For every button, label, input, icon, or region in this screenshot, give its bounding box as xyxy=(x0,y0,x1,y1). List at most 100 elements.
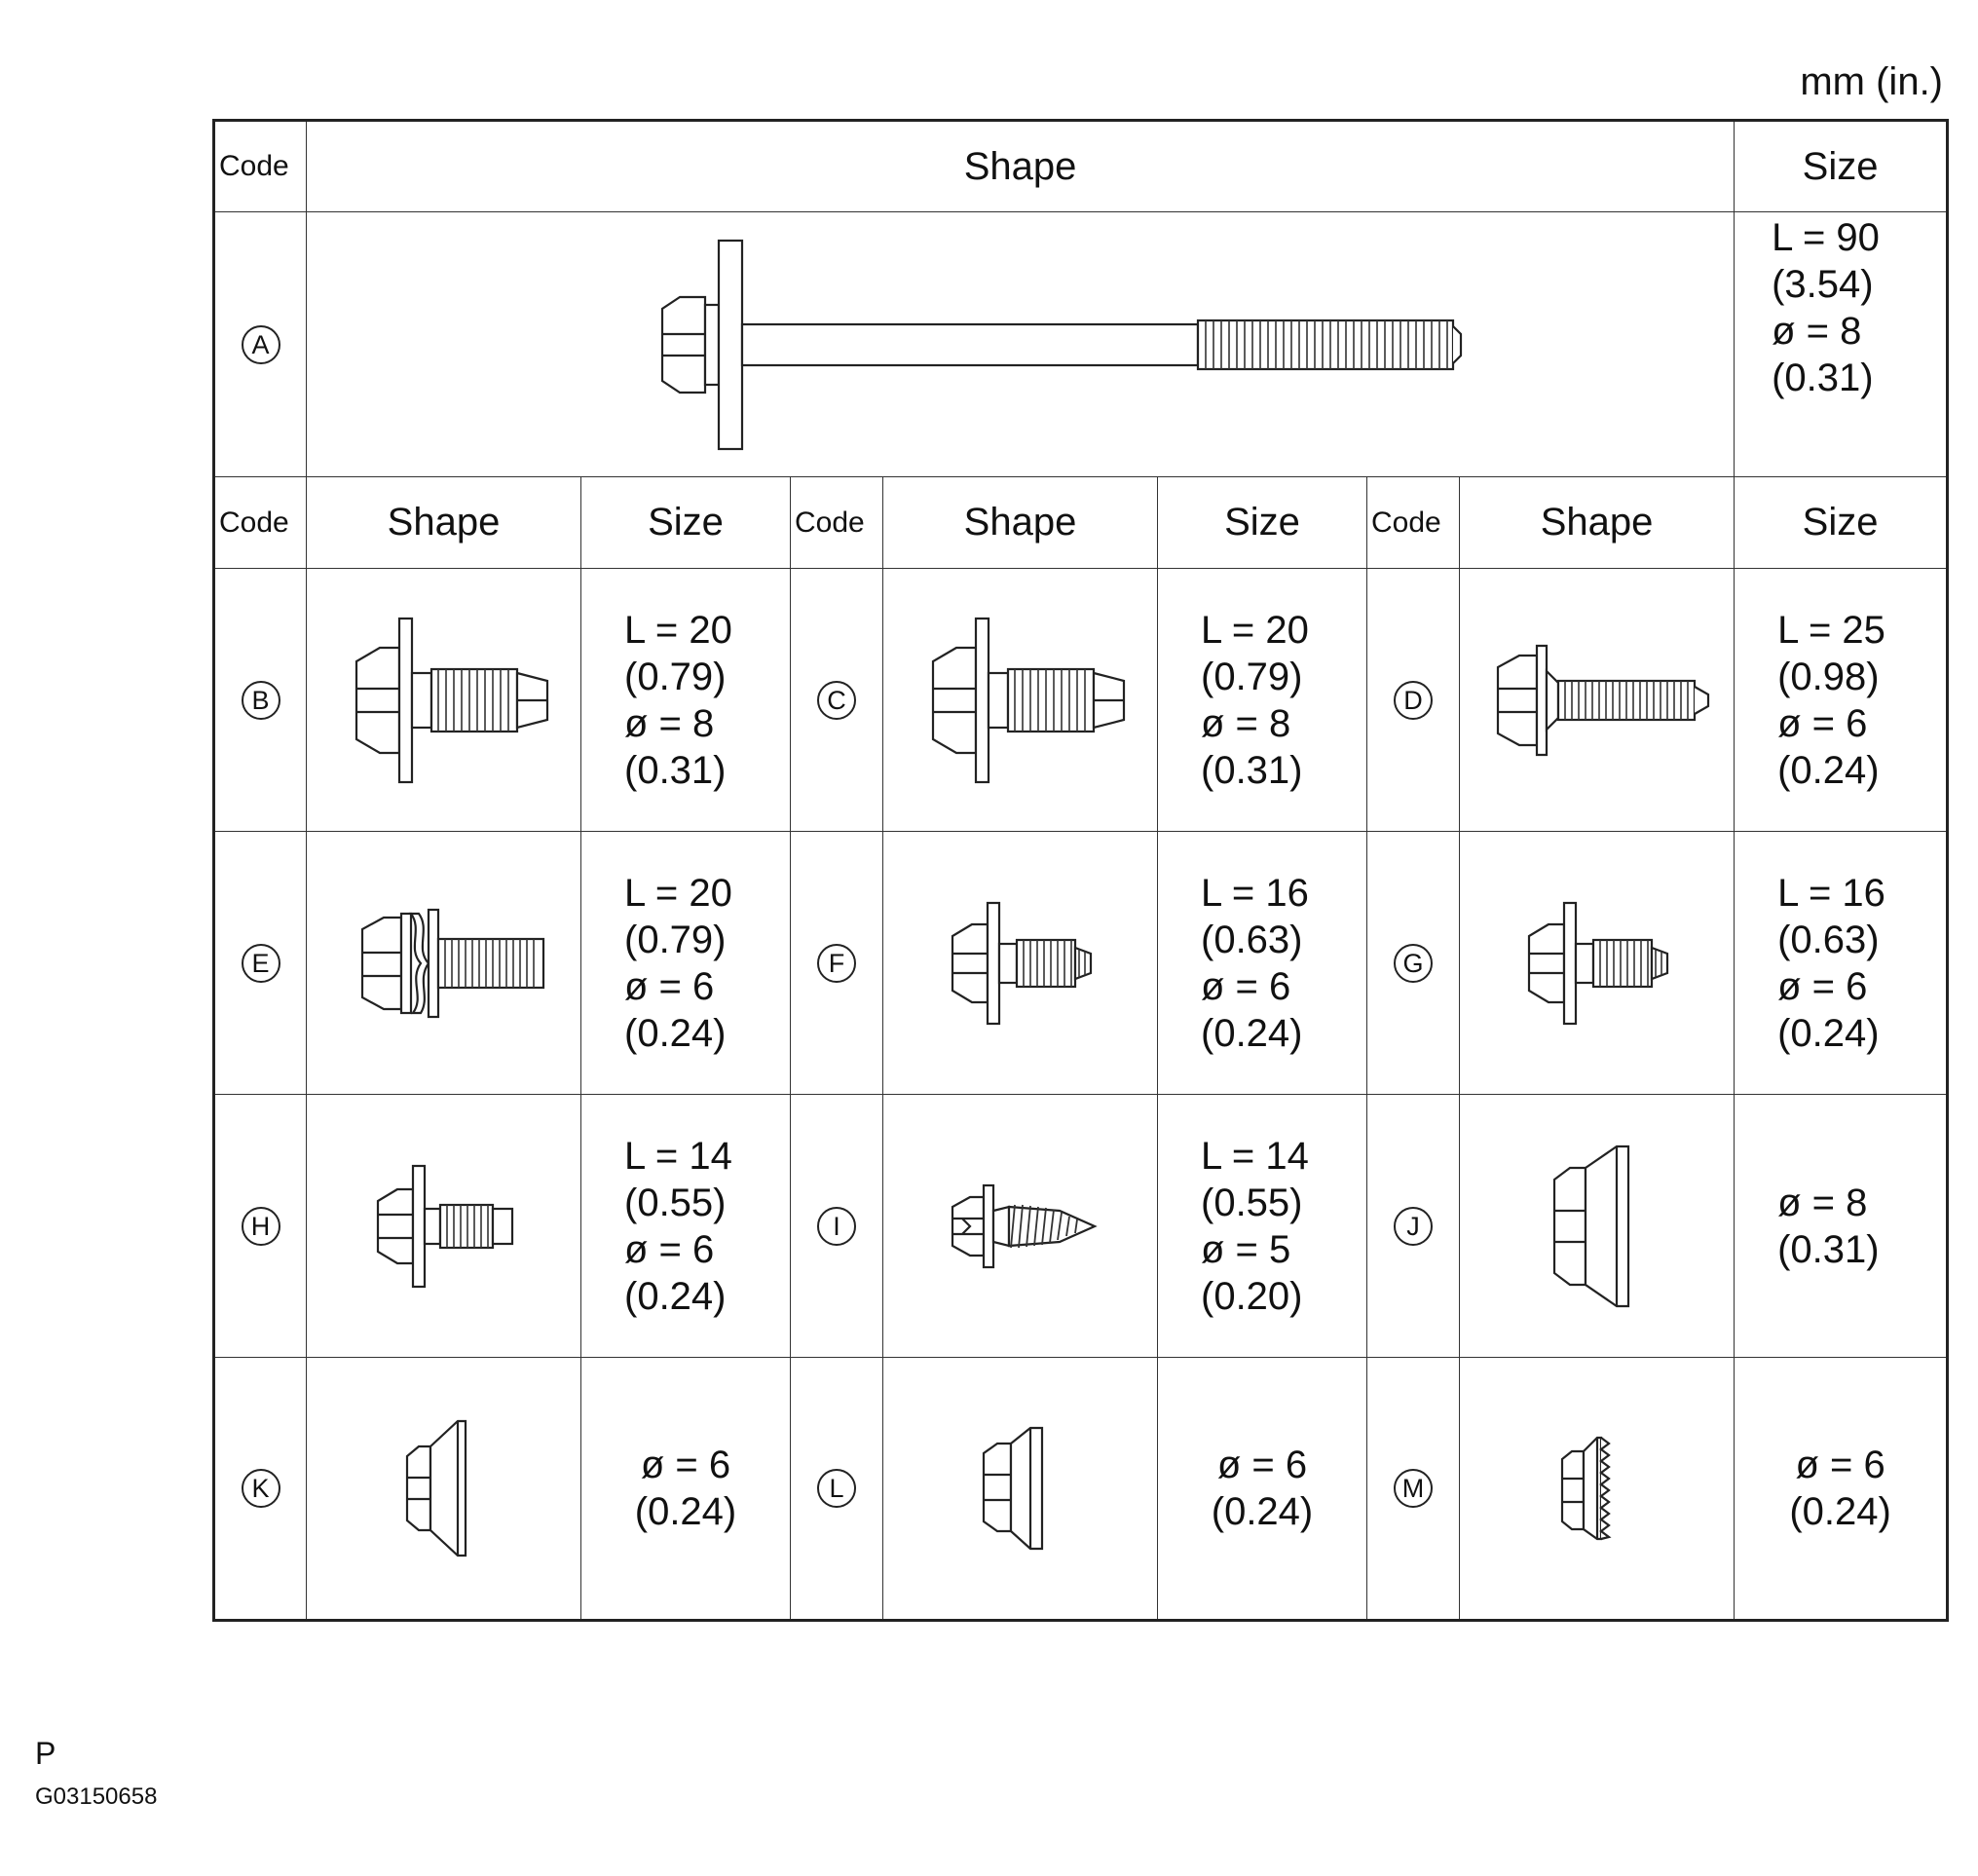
footer-letter: P xyxy=(35,1736,56,1771)
size-line: (0.24) xyxy=(634,1490,737,1533)
size-line: ø = 8 xyxy=(624,701,715,745)
code-badge-d: D xyxy=(1394,680,1433,720)
size-line: ø = 8 xyxy=(1777,1181,1868,1224)
code-badge-k: K xyxy=(241,1469,280,1508)
row-e-f-g: E xyxy=(213,831,1949,1095)
size-line: (0.20) xyxy=(1201,1274,1303,1318)
row-h-i-j: H L = 14 (0.5 xyxy=(213,1094,1949,1358)
size-line: ø = 5 xyxy=(1201,1227,1291,1271)
size-cell-f: L = 16 (0.63) ø = 6 (0.24) xyxy=(1157,831,1367,1095)
size-line: ø = 8 xyxy=(1772,310,1862,353)
washer-bolt-pilot-point-icon xyxy=(931,617,1125,783)
size-line: (0.24) xyxy=(1777,748,1880,792)
size-line: L = 16 xyxy=(1777,871,1885,915)
shape-cell-j xyxy=(1458,1094,1735,1358)
row-item-a: A xyxy=(213,211,1949,477)
code-badge-f: F xyxy=(817,943,856,983)
size-cell-h: L = 14 (0.55) ø = 6 (0.24) xyxy=(580,1094,791,1358)
size-line: (0.79) xyxy=(624,655,727,698)
code-cell-l: L xyxy=(790,1357,883,1621)
code-cell-m: M xyxy=(1366,1357,1460,1621)
size-line: L = 20 xyxy=(624,871,732,915)
size-line: L = 14 xyxy=(1201,1134,1309,1178)
code-cell-a: A xyxy=(213,211,307,477)
size-line: (0.79) xyxy=(1201,655,1303,698)
units-label: mm (in.) xyxy=(1800,60,1943,103)
code-badge-g: G xyxy=(1394,943,1433,983)
size-line: (0.24) xyxy=(624,1011,727,1055)
flange-nut-icon xyxy=(1552,1144,1629,1307)
size-cell-a: L = 90 (3.54) ø = 8 (0.31) xyxy=(1734,211,1949,477)
header-size: Size xyxy=(1734,120,1949,212)
size-cell-e: L = 20 (0.79) ø = 6 (0.24) xyxy=(580,831,791,1095)
header-code: Code xyxy=(213,120,307,212)
size-cell-d: L = 25 (0.98) ø = 6 (0.24) xyxy=(1734,568,1949,832)
size-cell-b: L = 20 (0.79) ø = 8 (0.31) xyxy=(580,568,791,832)
shape-cell-c xyxy=(882,568,1158,832)
size-line: L = 16 xyxy=(1201,871,1309,915)
size-line: ø = 6 xyxy=(1777,964,1868,1008)
size-cell-i: L = 14 (0.55) ø = 5 (0.20) xyxy=(1157,1094,1367,1358)
size-line: (0.63) xyxy=(1777,918,1880,961)
shape-cell-g xyxy=(1458,831,1735,1095)
header-shape: Shape xyxy=(882,476,1158,569)
code-cell-c: C xyxy=(790,568,883,832)
size-line: ø = 6 xyxy=(640,1444,731,1486)
code-badge-c: C xyxy=(817,680,856,720)
washer-bolt-icon xyxy=(1527,901,1668,1025)
code-cell-h: H xyxy=(213,1094,307,1358)
flange-nut-icon xyxy=(982,1426,1043,1551)
code-badge-a: A xyxy=(241,324,280,364)
size-cell-c: L = 20 (0.79) ø = 8 (0.31) xyxy=(1157,568,1367,832)
washer-bolt-short-icon xyxy=(376,1164,513,1288)
size-line: ø = 6 xyxy=(624,1227,715,1271)
size-line: (0.24) xyxy=(1201,1011,1303,1055)
header-code: Code xyxy=(1366,476,1460,569)
size-line: ø = 6 xyxy=(1216,1444,1308,1486)
size-line: (0.31) xyxy=(1772,356,1874,399)
shape-cell-a xyxy=(305,211,1735,477)
size-line: (0.24) xyxy=(1789,1490,1891,1533)
shape-cell-d xyxy=(1458,568,1735,832)
header-row-a: Code Shape Size xyxy=(213,120,1949,212)
code-cell-g: G xyxy=(1366,831,1460,1095)
code-badge-e: E xyxy=(241,943,280,983)
header-shape: Shape xyxy=(306,476,581,569)
size-line: (0.55) xyxy=(1201,1181,1303,1224)
row-b-c-d: B xyxy=(213,568,1949,832)
washer-bolt-icon xyxy=(951,901,1092,1025)
code-cell-d: D xyxy=(1366,568,1460,832)
code-cell-f: F xyxy=(790,831,883,1095)
code-badge-l: L xyxy=(817,1469,856,1508)
shape-cell-l xyxy=(882,1357,1158,1621)
shape-cell-m xyxy=(1458,1357,1735,1621)
code-cell-j: J xyxy=(1366,1094,1460,1358)
code-cell-b: B xyxy=(213,568,307,832)
size-line: ø = 6 xyxy=(1777,701,1868,745)
shape-cell-b xyxy=(306,568,581,832)
flange-nut-icon xyxy=(405,1419,467,1557)
figure-code: G03150658 xyxy=(35,1783,158,1810)
shape-cell-i xyxy=(882,1094,1158,1358)
header-code: Code xyxy=(213,476,307,569)
size-cell-m: ø = 6 (0.24) xyxy=(1734,1357,1949,1621)
row-k-l-m: K ø = 6 (0.24) L xyxy=(213,1357,1949,1621)
code-badge-b: B xyxy=(241,680,280,720)
size-line: (0.63) xyxy=(1201,918,1303,961)
size-line: (0.24) xyxy=(624,1274,727,1318)
shape-cell-f xyxy=(882,831,1158,1095)
header-row-b: Code Shape Size Code Shape Size Code Sha… xyxy=(213,476,1949,569)
tapping-screw-icon xyxy=(951,1183,1098,1268)
serrated-flange-nut-icon xyxy=(1560,1436,1612,1541)
size-line: L = 20 xyxy=(624,608,732,652)
size-line: (0.24) xyxy=(1211,1490,1314,1533)
header-shape: Shape xyxy=(305,120,1735,212)
size-line: ø = 6 xyxy=(624,964,715,1008)
size-line: (0.31) xyxy=(1777,1227,1880,1271)
washer-bolt-pilot-point-icon xyxy=(355,617,548,783)
size-line: L = 20 xyxy=(1201,608,1309,652)
header-size: Size xyxy=(1157,476,1367,569)
code-badge-j: J xyxy=(1394,1206,1433,1246)
code-cell-i: I xyxy=(790,1094,883,1358)
code-badge-h: H xyxy=(241,1206,280,1246)
